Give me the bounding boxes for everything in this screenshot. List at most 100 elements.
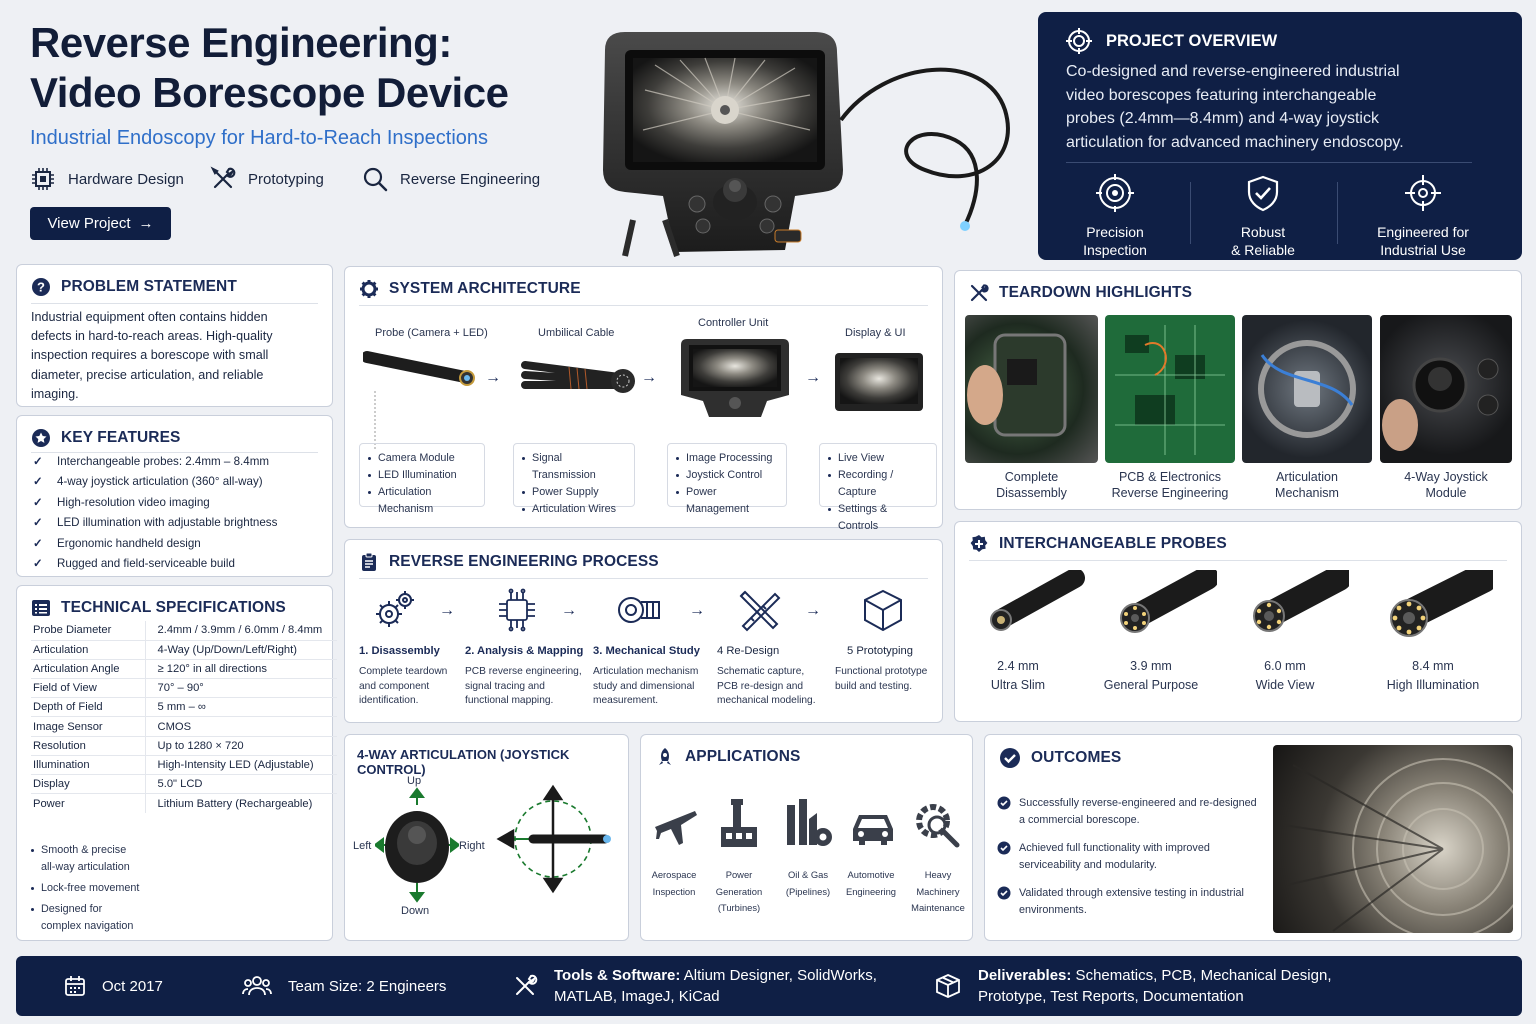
- overview-line: articulation for advanced machinery endo…: [1066, 133, 1404, 151]
- spec-key: Power: [33, 797, 65, 810]
- list-item: ✓Interchangeable probes: 2.4mm – 8.4mm: [33, 452, 277, 472]
- footer-date: Oct 2017: [64, 956, 163, 1016]
- teardown-photo-joystick: [1380, 315, 1512, 463]
- list-item: Signal Transmission: [522, 450, 626, 484]
- flow-arrow: →: [561, 602, 577, 619]
- badge-line: Engineered for: [1377, 224, 1469, 240]
- step-title: 4 Re-Design: [717, 645, 780, 657]
- power-plant-icon: [721, 799, 757, 847]
- tools-icon: [970, 284, 989, 302]
- stage-label: Umbilical Cable: [538, 327, 615, 339]
- stage-detail-box: Camera Module LED Illumination Articulat…: [359, 443, 485, 515]
- badge-line: Industrial Use: [1380, 242, 1466, 258]
- circuit-icon: [499, 588, 535, 632]
- list-item: Live View: [828, 450, 928, 467]
- caption-line: Complete: [1004, 470, 1059, 484]
- list-item: ✓4-way joystick articulation (360° all-w…: [33, 472, 277, 492]
- desc-line: Complete teardown: [359, 666, 448, 677]
- mechanism-icon: [1258, 340, 1356, 438]
- badge-line: Inspection: [1083, 242, 1147, 258]
- probes-header: INTERCHANGEABLE PROBES: [969, 534, 1227, 554]
- flow-arrow: →: [805, 602, 821, 619]
- applications-header: APPLICATIONS: [655, 747, 800, 767]
- overview-line: Co-designed and reverse-engineered indus…: [1066, 63, 1400, 80]
- check-icon: ✓: [33, 495, 43, 509]
- rocket-icon: [659, 748, 671, 765]
- check-circle-icon: [997, 886, 1011, 900]
- outcome-line: serviceability and modularity.: [1019, 859, 1157, 871]
- problem-statement-card: ? PROBLEM STATEMENT Industrial equipment…: [16, 264, 333, 407]
- desc-line: measurement.: [593, 695, 659, 707]
- shield-check-icon: [1247, 175, 1279, 212]
- spec-value: 5.0" LCD: [144, 774, 337, 795]
- desc-line: signal tracing and: [465, 680, 545, 692]
- desc-line: study and dimensional: [593, 680, 695, 692]
- deliverables-label: Deliverables:: [978, 967, 1072, 984]
- spec-value: 5 mm – ∞: [144, 697, 337, 718]
- spec-key: Display: [31, 774, 145, 795]
- outcome-line: Validated through extensive testing in i…: [1019, 887, 1244, 899]
- label-line: (Pipelines): [785, 885, 831, 897]
- overview-text: Co-designed and reverse-engineered indus…: [1066, 60, 1404, 154]
- list-item: Lock-free movement: [31, 880, 139, 897]
- probe-connector-line: [374, 391, 376, 449]
- spec-key: Depth of Field: [31, 697, 145, 718]
- probe-name: Ultra Slim: [990, 678, 1046, 692]
- list-item: Image Processing: [676, 450, 778, 467]
- desc-line: mechanical modeling.: [717, 695, 816, 707]
- articulation-title: 4-WAY ARTICULATION (JOYSTICK CONTROL): [357, 747, 570, 777]
- circuit-board-icon: [1115, 325, 1225, 455]
- borescope-device-image: [603, 32, 1010, 257]
- badge-line: & Reliable: [1231, 242, 1295, 258]
- probes-title: INTERCHANGEABLE PROBES: [999, 535, 1227, 552]
- team-text: Team Size: 2 Engineers: [288, 977, 447, 995]
- svg-text:?: ?: [37, 280, 45, 295]
- list-item: ✓High-resolution video imaging: [33, 493, 277, 513]
- probe-image: [363, 351, 475, 386]
- target-icon: [1096, 174, 1134, 212]
- spec-value: 4-Way (Up/Down/Left/Right): [144, 640, 337, 660]
- dir-up-label: Up: [407, 775, 422, 787]
- tag-label: Hardware Design: [68, 170, 184, 188]
- check-icon: ✓: [33, 557, 43, 571]
- probe-3-9mm-image: [1120, 570, 1217, 633]
- probe-size: 2.4 mm: [997, 659, 1039, 673]
- process-header: REVERSE ENGINEERING PROCESS: [359, 552, 659, 572]
- dir-left-label: Left: [353, 840, 372, 852]
- tools-icon: [516, 974, 538, 995]
- overview-line: video borescopes featuring interchangeab…: [1066, 86, 1377, 104]
- outcomes-header: OUTCOMES: [999, 747, 1121, 769]
- problem-line: Industrial equipment often contains hidd…: [31, 310, 268, 324]
- overview-header: PROJECT OVERVIEW: [1066, 28, 1277, 54]
- flow-arrow: →: [485, 369, 501, 386]
- label-line: Automotive: [847, 869, 895, 880]
- table-row: Articulation Angle≥ 120° in all directio…: [31, 659, 337, 680]
- overview-divider: [1066, 162, 1472, 163]
- users-icon: [242, 976, 272, 996]
- view-project-button[interactable]: View Project →: [30, 207, 171, 240]
- turbine-icon: [1282, 758, 1513, 933]
- label-line: Aerospace: [651, 869, 697, 880]
- feature-text: Rugged and field-serviceable build: [57, 557, 235, 571]
- deliverables-line: Schematics, PCB, Mechanical Design,: [1071, 967, 1332, 984]
- outcome-line: environments.: [1019, 904, 1087, 916]
- badge-line: Robust: [1240, 224, 1286, 240]
- step-title: 5 Prototyping: [847, 645, 913, 657]
- arrow-right-icon: →: [138, 215, 154, 232]
- step-desc: PCB reverse engineering,signal tracing a…: [465, 665, 582, 709]
- check-icon: ✓: [33, 536, 43, 550]
- tag-label: Reverse Engineering: [400, 170, 541, 188]
